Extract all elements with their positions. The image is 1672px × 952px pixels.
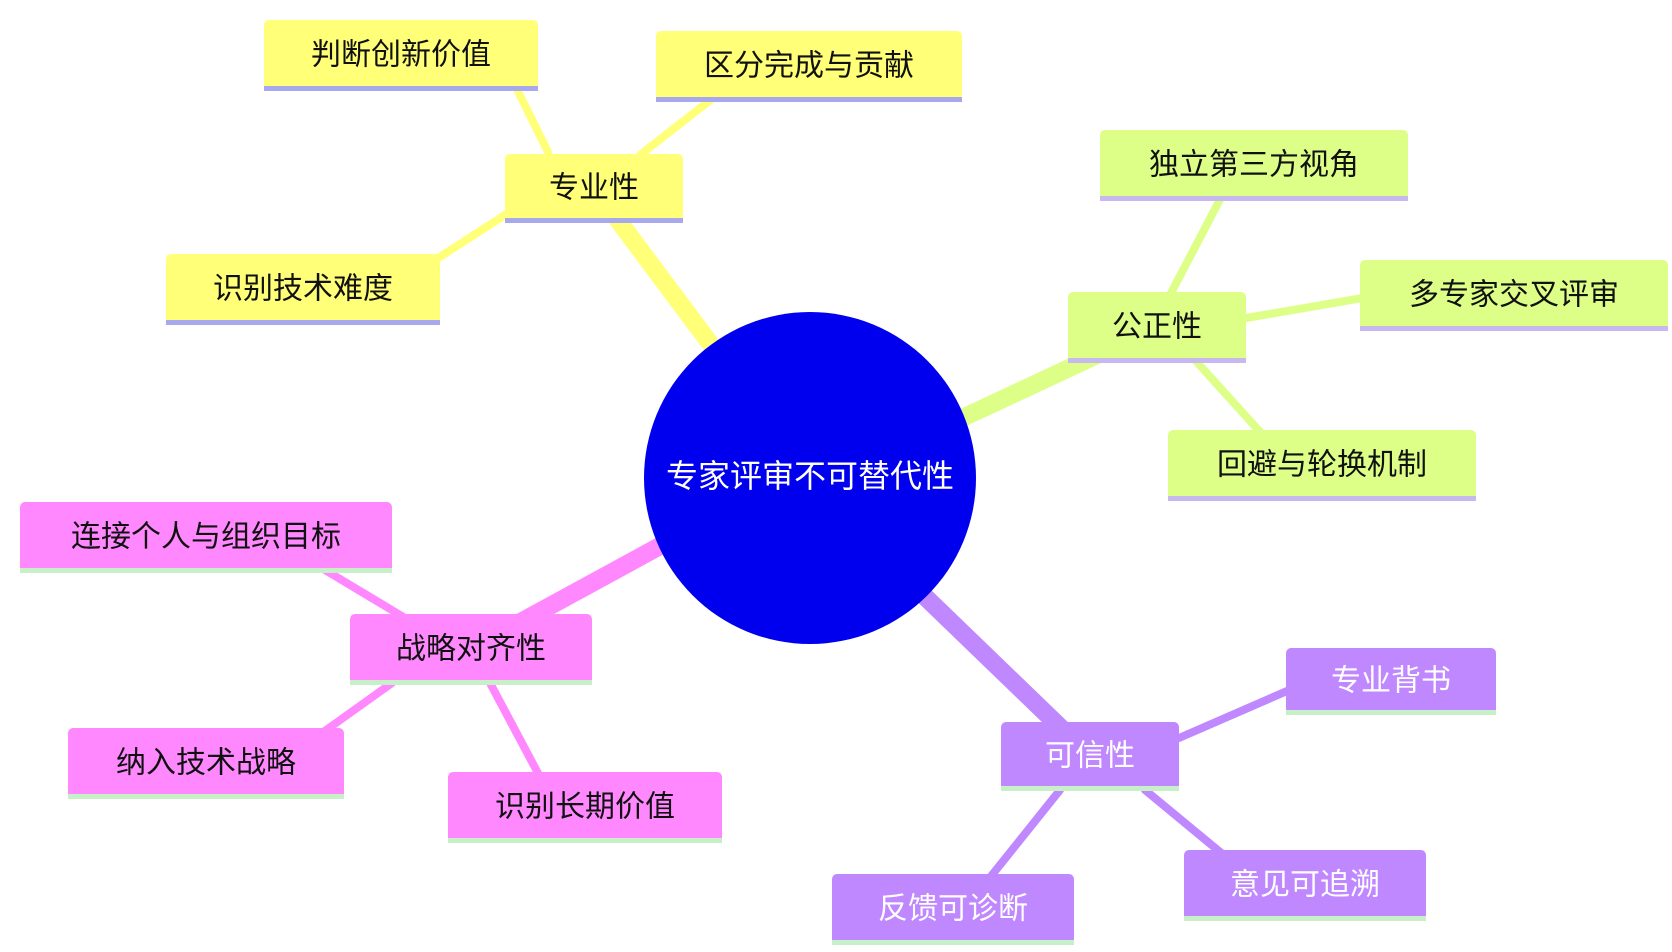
leaf-fairness-0-underline [1100,196,1408,201]
leaf-credibility-2-label: 反馈可诊断 [878,892,1028,927]
leaf-credibility-1[interactable]: 意见可追溯 [1184,850,1426,921]
leaf-credibility-0-underline [1286,710,1496,715]
leaf-credibility-2-underline [832,940,1074,945]
leaf-strategy-0-label: 连接个人与组织目标 [71,520,341,555]
leaf-fairness-0-box [1100,130,1408,200]
leaf-professional-2-box [166,254,440,324]
branch-credibility-label: 可信性 [1045,739,1135,774]
leaf-fairness-2-underline [1168,496,1476,501]
leaf-strategy-2[interactable]: 识别长期价值 [448,772,722,843]
branch-fairness-label: 公正性 [1112,310,1202,345]
leaf-strategy-2-underline [448,838,722,843]
leaf-fairness-1-box [1360,260,1668,330]
leaf-professional-0-underline [264,86,538,91]
branch-fairness-box [1068,292,1246,362]
leaf-fairness-2[interactable]: 回避与轮换机制 [1168,430,1476,501]
edge-fairness-1 [1242,291,1384,322]
branch-fairness[interactable]: 公正性 [1068,292,1246,363]
leaf-fairness-0-label: 独立第三方视角 [1149,148,1359,183]
leaf-professional-1-box [656,31,962,101]
leaf-strategy-1-box [68,728,344,798]
branch-professional-underline [505,218,683,223]
leaf-strategy-2-box [448,772,722,842]
leaf-professional-0-label: 判断创新价值 [311,38,491,73]
root-label: 专家评审不可替代性 [666,457,954,495]
root-node[interactable]: 专家评审不可替代性 [644,312,976,644]
leaf-professional-1-label: 区分完成与贡献 [704,49,914,84]
leaf-credibility-0[interactable]: 专业背书 [1286,648,1496,715]
leaf-fairness-1[interactable]: 多专家交叉评审 [1360,260,1668,331]
leaf-credibility-1-box [1184,850,1426,920]
branch-professional[interactable]: 专业性 [505,154,683,223]
leaf-professional-2-label: 识别技术难度 [213,272,393,307]
branch-fairness-underline [1068,358,1246,363]
leaf-fairness-2-box [1168,430,1476,500]
leaf-strategy-0-box [20,502,392,572]
leaf-fairness-1-label: 多专家交叉评审 [1409,278,1619,313]
leaf-strategy-1-label: 纳入技术战略 [116,746,296,781]
leaf-professional-1-underline [656,97,962,102]
leaf-strategy-2-label: 识别长期价值 [495,790,675,825]
branch-strategy-box [350,614,592,684]
leaf-credibility-0-box [1286,648,1496,714]
branch-strategy-underline [350,680,592,685]
branch-strategy-label: 战略对齐性 [396,632,546,667]
leaf-fairness-0[interactable]: 独立第三方视角 [1100,130,1408,201]
leaf-professional-0-box [264,20,538,90]
leaf-professional-1[interactable]: 区分完成与贡献 [656,31,962,102]
leaf-fairness-1-underline [1360,326,1668,331]
leaf-strategy-0-underline [20,568,392,573]
leaf-professional-2-underline [166,320,440,325]
branch-professional-box [505,154,683,222]
branch-professional-label: 专业性 [549,171,639,206]
leaf-fairness-2-label: 回避与轮换机制 [1217,448,1427,483]
root-circle [644,312,976,644]
leaf-credibility-2[interactable]: 反馈可诊断 [832,874,1074,945]
edge-credibility-2 [976,786,1064,894]
leaf-credibility-2-box [832,874,1074,944]
leaf-credibility-0-label: 专业背书 [1331,664,1451,699]
leaf-credibility-1-underline [1184,916,1426,921]
branch-credibility[interactable]: 可信性 [1001,722,1179,791]
branch-credibility-box [1001,722,1179,790]
branch-strategy[interactable]: 战略对齐性 [350,614,592,685]
branch-credibility-underline [1001,786,1179,791]
leaf-professional-2[interactable]: 识别技术难度 [166,254,440,325]
leaf-credibility-1-label: 意见可追溯 [1230,868,1380,903]
leaf-strategy-1-underline [68,794,344,799]
leaf-professional-0[interactable]: 判断创新价值 [264,20,538,91]
leaf-strategy-0[interactable]: 连接个人与组织目标 [20,502,392,573]
leaf-strategy-1[interactable]: 纳入技术战略 [68,728,344,799]
